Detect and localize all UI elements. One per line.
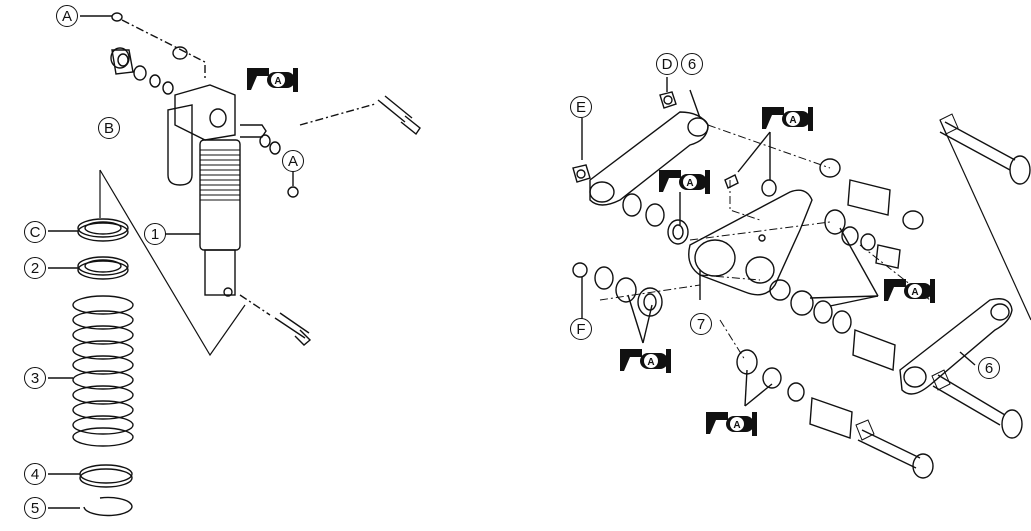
callout-7: 7 — [690, 313, 712, 335]
seal-3 — [761, 179, 777, 197]
grease-letter: A — [789, 115, 796, 126]
adjuster-nut — [77, 260, 129, 280]
grease-letter: A — [274, 76, 281, 87]
grease-icon: A — [620, 349, 671, 373]
connecting-rod-upper — [589, 111, 709, 206]
centerline-top — [121, 19, 206, 78]
top-washer — [111, 12, 123, 22]
callout-f: F — [570, 318, 592, 340]
nut-d — [659, 91, 677, 109]
grease-letter: A — [733, 420, 740, 431]
upper-bolt — [377, 99, 406, 123]
callout-e: E — [570, 96, 592, 118]
connecting-rod-lower — [899, 298, 1013, 395]
callout-2: 2 — [24, 257, 46, 279]
seal-5 — [615, 277, 637, 303]
relay-arm — [688, 189, 813, 296]
grease-nipple — [724, 174, 739, 189]
shock-head — [174, 84, 236, 141]
callout-4: 4 — [24, 463, 46, 485]
grease-letter: A — [686, 178, 693, 189]
callout-d: D — [656, 53, 678, 75]
spring-stack — [48, 218, 134, 517]
callout-b: B — [98, 117, 120, 139]
grease-letter: A — [647, 357, 654, 368]
callout-a-top: A — [56, 5, 78, 27]
spacer-1 — [847, 179, 891, 216]
nut-e — [572, 164, 591, 183]
nut-f — [572, 262, 588, 278]
callout-1: 1 — [144, 223, 166, 245]
centerlines — [599, 124, 931, 361]
spacer-3 — [852, 329, 896, 371]
stopper-clip — [83, 496, 133, 517]
lower-washer — [287, 186, 299, 198]
spacer-2 — [875, 244, 901, 269]
pivot-bolt-bottom — [855, 419, 934, 479]
spring-guide-line — [99, 169, 246, 357]
lock-nut — [77, 222, 129, 242]
spacer-4 — [809, 397, 853, 439]
seal-1 — [622, 193, 642, 217]
upper-pivot-collar — [240, 124, 267, 138]
grease-icon: A — [706, 412, 757, 436]
seal-2 — [645, 203, 665, 227]
bearing-right-1 — [824, 209, 846, 235]
grease-letter: A — [911, 287, 918, 298]
bushing-b — [110, 47, 134, 75]
o-ring-3 — [162, 81, 174, 95]
grease-icon: A — [247, 68, 298, 92]
grease-icon: A — [884, 279, 935, 303]
collar-2 — [902, 210, 924, 230]
coil-spring — [72, 295, 134, 447]
shock-absorber-assembly — [80, 12, 421, 357]
callout-c: C — [24, 221, 46, 243]
bearing-right-2 — [790, 290, 814, 316]
grease-icon: A — [762, 107, 813, 131]
callout-6-lower: 6 — [978, 357, 1000, 379]
pivot-bolt-lower — [931, 369, 1023, 439]
linkage-assembly — [572, 77, 1031, 479]
spring-guide — [79, 468, 133, 488]
callout-3: 3 — [24, 367, 46, 389]
o-ring-1 — [133, 65, 147, 81]
seal-4 — [594, 266, 614, 290]
bearing-upper — [667, 219, 689, 245]
reservoir — [167, 104, 193, 186]
spring-threads — [200, 149, 240, 201]
top-spacer — [172, 46, 188, 60]
seal-7 — [787, 382, 805, 402]
lower-clevis — [204, 249, 236, 296]
seal-6 — [762, 367, 782, 389]
lower-bolt — [274, 317, 306, 339]
callout-6-upper: 6 — [681, 53, 703, 75]
o-ring-2 — [149, 74, 161, 88]
callout-5: 5 — [24, 497, 46, 519]
callout-a-lower: A — [282, 150, 304, 172]
grease-icon: A — [659, 170, 710, 194]
collar-1 — [819, 158, 841, 178]
